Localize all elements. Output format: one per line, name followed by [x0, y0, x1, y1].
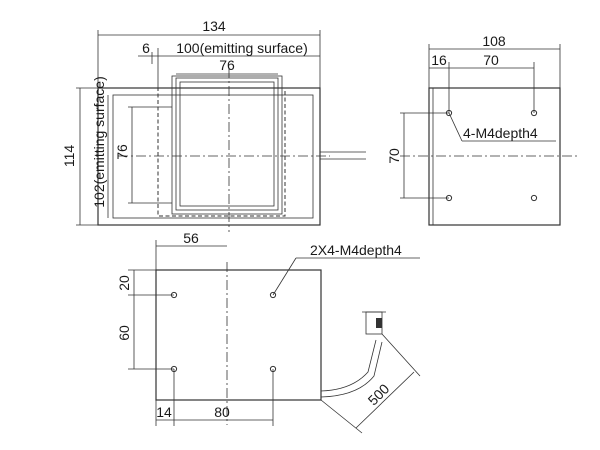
- cable-lower-line: [320, 341, 383, 398]
- front-offset: 6: [142, 40, 150, 56]
- window-outer: [171, 75, 283, 215]
- bottom-left-offset: 14: [156, 404, 172, 420]
- side-housing-outline: [428, 87, 561, 226]
- emitting-surface-outline: [157, 87, 286, 217]
- bottom-top-offset: 20: [116, 275, 132, 291]
- cable-upper-line: [320, 339, 377, 392]
- side-hole-bottom-right: [530, 194, 538, 202]
- window-mid-line: [175, 77, 279, 211]
- bottom-cable-length: 500: [365, 380, 393, 408]
- front-view: 134 6 100(emitting surface) 76 114 102(e…: [61, 18, 366, 232]
- front-inner-panel: [112, 94, 314, 219]
- bottom-hole-callout: 2X4-M4depth4: [310, 242, 402, 258]
- side-offset: 16: [431, 52, 447, 68]
- bottom-view: 56 2X4-M4depth4 20 60 14 80 500: [116, 230, 421, 434]
- side-hole-pitch-y: 70: [386, 148, 402, 164]
- dim-500-line: [355, 371, 415, 429]
- front-overall-height: 114: [61, 145, 77, 168]
- bottom-hole-pitch-x: 80: [214, 404, 230, 420]
- front-emitting-width: 100(emitting surface): [176, 40, 308, 56]
- dim-500-ext-end: [381, 333, 421, 377]
- side-overall-width: 108: [482, 33, 506, 49]
- front-overall-width: 134: [202, 18, 226, 34]
- side-view: 108 16 70 70 4-M4depth4: [386, 33, 580, 226]
- bottom-hole-pitch-y: 60: [116, 325, 132, 341]
- side-callout-leader: [448, 112, 463, 142]
- dim-500-ext-start: [320, 399, 363, 434]
- bottom-housing-outline: [155, 269, 322, 401]
- side-hole-callout: 4-M4depth4: [463, 125, 538, 141]
- front-window-width: 76: [219, 57, 235, 73]
- front-window-height: 76: [114, 144, 130, 160]
- front-housing-outline: [97, 87, 321, 226]
- window-inner: [179, 81, 275, 207]
- side-hole-pitch-x: 70: [483, 52, 499, 68]
- front-emitting-height: 102(emitting surface): [91, 76, 107, 208]
- bottom-half-width: 56: [183, 230, 199, 246]
- connector-tab: [376, 318, 382, 328]
- bottom-callout-leader: [272, 257, 297, 296]
